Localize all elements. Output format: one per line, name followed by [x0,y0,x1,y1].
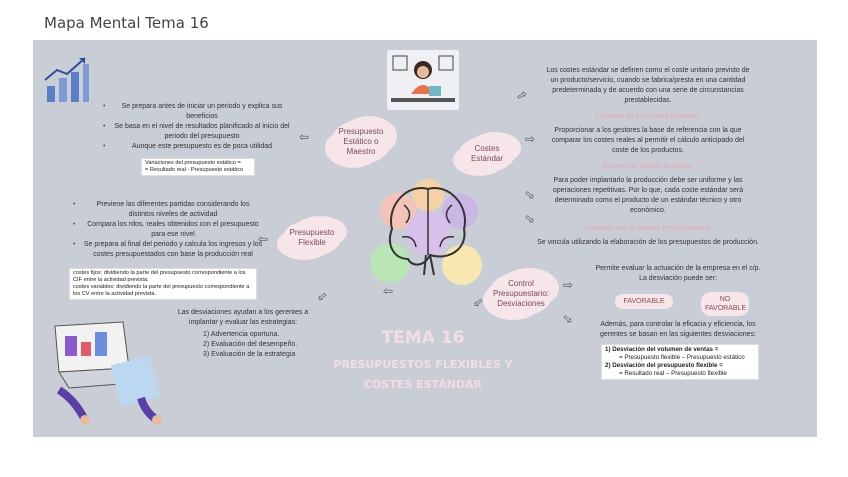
costes-sistema-text: Para poder implantarlo la producción deb… [543,176,753,216]
control-intro: Permite evaluar la actuación de la empre… [593,264,763,284]
list-item: Se prepara antes de iniciar un periodo y… [103,102,291,122]
costes-conexion-text: Se vincula utilizando la elaboración de … [533,238,763,248]
formula-line: 1) Desviación del volumen de ventas = [605,346,755,354]
estatico-bullet-list: Se prepara antes de iniciar un periodo y… [103,102,291,152]
woman-at-desk-illustration [383,46,463,118]
center-subtitle-1: PRESUPUESTOS FLEXIBLES Y [303,358,543,371]
list-item: Se basa en el nivel de resultados planif… [103,122,291,142]
costes-heading-conexion: Conexión con la Gestión Presupuestaria: [543,224,753,234]
formula-line: costes fijos: dividiendo la parte del pr… [73,270,253,284]
arrow-icon: ⇨ [522,186,539,203]
node-costes-estandar[interactable]: Costes Estándar [459,136,515,172]
costes-definition: Los costes estándar se definen como el c… [543,66,753,106]
center-subtitle-2: COSTES ESTÁNDAR [303,378,543,391]
costes-finalidad-text: Proporcionar a los gestores la base de r… [543,126,753,156]
arrow-icon: ⇦ [299,130,309,144]
no-favorable-badge: NO FAVORABLE [701,292,749,316]
costes-heading-sistema: Sistema de Costes Estándar: [543,162,753,172]
flexible-bullet-list: Previene las diferentes partidas conside… [73,200,263,260]
document-title: Mapa Mental Tema 16 [44,14,209,32]
control-formula-box: 1) Desviación del volumen de ventas = = … [601,344,759,380]
estatico-formula-box: Variaciones del presupuesto estático = =… [141,158,255,176]
laptop-illustration [45,320,165,430]
desviaciones-intro: Las desviaciones ayudan a los gerentes a… [163,308,323,328]
formula-line: 2) Desviación del presupuesto flexible = [605,362,755,370]
brain-illustration [368,175,488,285]
mind-map-board: Presupuesto Estático o Maestro Presupues… [33,40,817,437]
arrow-icon: ⇨ [470,294,487,311]
formula-line: costes variables: dividiendo la parte de… [73,284,253,298]
center-title: TEMA 16 [303,328,543,348]
list-item: Compara los rdos. reales obtenidos con e… [73,220,263,240]
costes-heading-finalidad: Finalidad de los Costes Estándar: [543,112,753,122]
arrow-icon: ⇦ [383,284,393,298]
arrow-icon: ⇨ [525,132,535,146]
formula-line: = Resultado real – Presupuesto flexible [605,370,755,378]
flexible-cost-box: costes fijos: dividiendo la parte del pr… [69,268,257,300]
node-presupuesto-estatico[interactable]: Presupuesto Estático o Maestro [331,120,391,164]
list-item: Aunque este presupuesto es de poca utili… [103,142,291,152]
formula-line: Variaciones del presupuesto estático = [145,160,251,167]
list-item: Previene las diferentes partidas conside… [73,200,263,220]
list-item: Se prepara al final del periodo y calcul… [73,240,263,260]
arrow-icon: ⇨ [560,310,577,327]
node-control-presupuestario[interactable]: Control Presupuestario: Desviaciones [489,272,553,316]
formula-line: = Resultado real - Presupuesto estático [145,167,251,174]
arrow-icon: ⇨ [563,278,573,292]
growth-chart-icon [41,54,91,104]
favorable-badge: FAVORABLE [615,294,673,309]
arrow-icon: ⇨ [314,288,331,305]
control-desviaciones-text: Además, para controlar la eficacia y efi… [593,320,763,340]
arrow-icon: ⇨ [522,210,539,227]
arrow-icon: ⇨ [514,86,530,103]
node-presupuesto-flexible[interactable]: Presupuesto Flexible [283,220,341,256]
formula-line: = Presupuesto flexible – Presupuesto est… [605,354,755,362]
